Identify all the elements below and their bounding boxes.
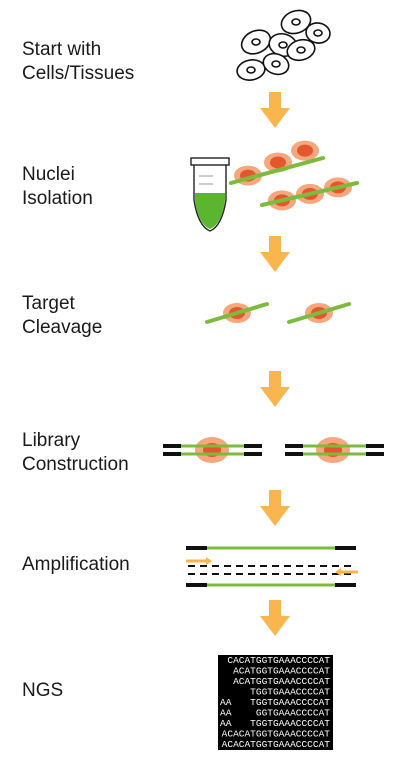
down-arrow-icon [260,236,290,272]
ngs-read: ACACATGGTGAAACCCCAT [222,739,331,750]
down-arrow-icon [260,600,290,636]
nucleosome-core [270,156,286,169]
ngs-reads-panel: CACATGGTGAAACCCCATACATGGTGAAACCCCATACATG… [218,655,333,750]
primer-arrowhead [206,557,212,565]
dna-strand [205,302,269,324]
nucleosome-core [297,144,313,157]
ngs-read: TGGTGAAACCCCAT [250,687,330,698]
step-label-amplification: Amplification [22,554,130,575]
cells-icon [236,9,331,81]
step-label-library-construction: Library Construction [22,430,129,475]
down-arrow-icon [260,92,290,128]
ngs-read: GGTGAAACCCCAT [256,708,330,719]
ngs-read: CACATGGTGAAACCCCAT [227,655,330,666]
ngs-read: TGGTGAAACCCCAT [250,697,330,708]
dna-strand [260,181,359,207]
step-label-cells: Start with Cells/Tissues [22,39,135,84]
down-arrow-icon [260,490,290,526]
ngs-read: ACATGGTGAAACCCCAT [233,676,330,687]
nucleosome-groups [205,140,359,324]
down-arrow-icon [260,371,290,407]
step-label-nuclei-isolation: Nuclei Isolation [22,164,93,209]
step-label-target-cleavage: Target Cleavage [22,293,103,338]
primer-arrowhead [335,568,341,576]
step-label-ngs: NGS [22,680,64,701]
ngs-read: TGGTGAAACCCCAT [250,718,330,729]
ngs-read-fragment: AA [220,697,232,708]
ngs-read-fragment: AA [220,718,232,729]
amplification-diagram [186,546,358,587]
ngs-read: ACATGGTGAAACCCCAT [233,666,330,677]
ngs-read-fragment: AA [220,708,232,719]
library-constructs [163,437,384,463]
dna-strand [287,302,351,324]
dna-strand [229,156,325,185]
arrows-group [260,92,290,636]
ngs-read: ACACATGGTGAAACCCCAT [222,729,331,740]
tube-icon [190,157,230,232]
